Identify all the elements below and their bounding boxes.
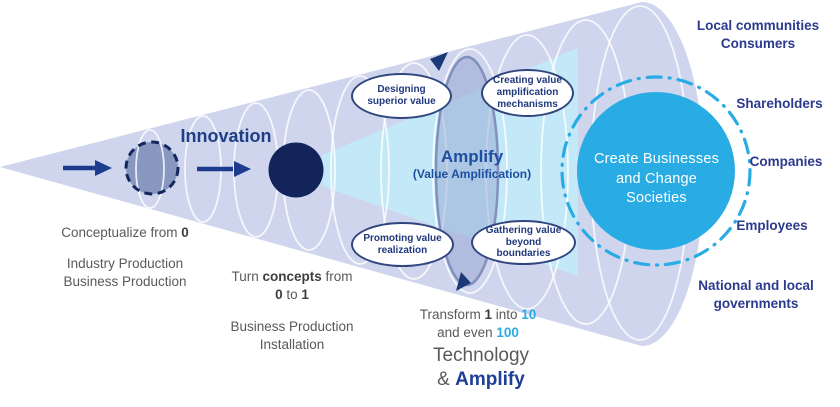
caption-text: & bbox=[437, 369, 456, 391]
bubble-creating-value-amplification: Creating value amplification mechanisms bbox=[481, 69, 574, 117]
caption-transform: Transform 1 into 10 and even 100 bbox=[396, 306, 560, 342]
caption-bold: 1 bbox=[484, 307, 492, 322]
bubble-gathering-value-beyond-boundaries: Gathering value beyond boundaries bbox=[471, 220, 576, 265]
caption-text: from bbox=[321, 269, 353, 284]
amplify-subtitle: (Value Amplification) bbox=[412, 167, 532, 181]
loop-arrow-top-icon bbox=[430, 52, 448, 71]
result-circle-line1: Create Businesses bbox=[593, 151, 720, 167]
stakeholder-line: governments bbox=[713, 295, 799, 311]
stakeholder-local-communities: Local communities Consumers bbox=[688, 17, 828, 52]
cone-rings bbox=[135, 5, 690, 341]
caption-cyan: 100 bbox=[496, 324, 519, 340]
stakeholder-line: Consumers bbox=[720, 35, 796, 51]
caption-line: Industry Production bbox=[66, 256, 184, 271]
caption-line: & Amplify bbox=[396, 368, 566, 392]
bubble-promoting-value-realization: Promoting value realization bbox=[351, 222, 454, 267]
caption-text: and even bbox=[437, 324, 497, 340]
caption-line: 0 to 1 bbox=[207, 286, 377, 304]
result-circle-line2: and Change Societies bbox=[615, 170, 697, 207]
caption-bold: concepts bbox=[262, 269, 322, 284]
caption-line: and even 100 bbox=[396, 324, 560, 342]
caption-conceptualize: Conceptualize from 0 bbox=[35, 224, 215, 242]
stakeholder-line: National and local bbox=[698, 278, 814, 293]
amplify-title: Amplify bbox=[440, 147, 504, 166]
caption-bold: 1 bbox=[301, 286, 309, 302]
stakeholder-governments: National and local governments bbox=[686, 277, 826, 312]
stakeholder-companies: Companies bbox=[749, 154, 823, 169]
caption-text: to bbox=[282, 286, 302, 302]
caption-line: Business Production bbox=[63, 273, 187, 289]
result-circle bbox=[577, 92, 735, 250]
result-circle-label: Create Businesses and Change Societies bbox=[584, 150, 729, 209]
concept-circle-fill bbox=[126, 142, 178, 194]
caption-line: Turn concepts from bbox=[207, 268, 377, 286]
loop-arrow-bottom-icon bbox=[456, 272, 471, 291]
flow-arrow-2 bbox=[197, 161, 251, 177]
caption-business-installation: Business Production Installation bbox=[207, 318, 377, 354]
result-circle-halo bbox=[560, 75, 752, 267]
caption-line: Business Production bbox=[230, 319, 354, 334]
stakeholder-shareholders: Shareholders bbox=[736, 96, 823, 111]
caption-bold: 0 bbox=[275, 286, 283, 302]
caption-cyan: 10 bbox=[521, 307, 537, 322]
caption-turn-concepts: Turn concepts from 0 to 1 bbox=[207, 268, 377, 304]
caption-zero: 0 bbox=[181, 225, 189, 240]
caption-industry-production: Industry Production Business Production bbox=[35, 255, 215, 291]
caption-technology-amplify: Technology & Amplify bbox=[396, 344, 566, 393]
caption-line: Technology bbox=[432, 345, 530, 366]
caption-text: Conceptualize from bbox=[61, 225, 182, 240]
bubble-designing-superior-value: Designing superior value bbox=[351, 73, 452, 119]
seed-circle bbox=[268, 142, 324, 198]
caption-text: Turn bbox=[231, 269, 263, 284]
flow-arrow-1 bbox=[63, 160, 112, 176]
caption-text: Transform bbox=[419, 307, 485, 322]
concept-circle-outline bbox=[124, 140, 180, 196]
amplify-label: Amplify (Value Amplification) bbox=[390, 147, 554, 181]
stakeholder-line: Local communities bbox=[696, 18, 820, 33]
stakeholder-employees: Employees bbox=[736, 218, 808, 233]
caption-text: into bbox=[491, 307, 522, 322]
innovation-label: Innovation bbox=[180, 126, 272, 146]
caption-line: Transform 1 into 10 bbox=[396, 306, 560, 324]
caption-amplify: Amplify bbox=[455, 369, 525, 391]
caption-line: Installation bbox=[259, 336, 325, 352]
